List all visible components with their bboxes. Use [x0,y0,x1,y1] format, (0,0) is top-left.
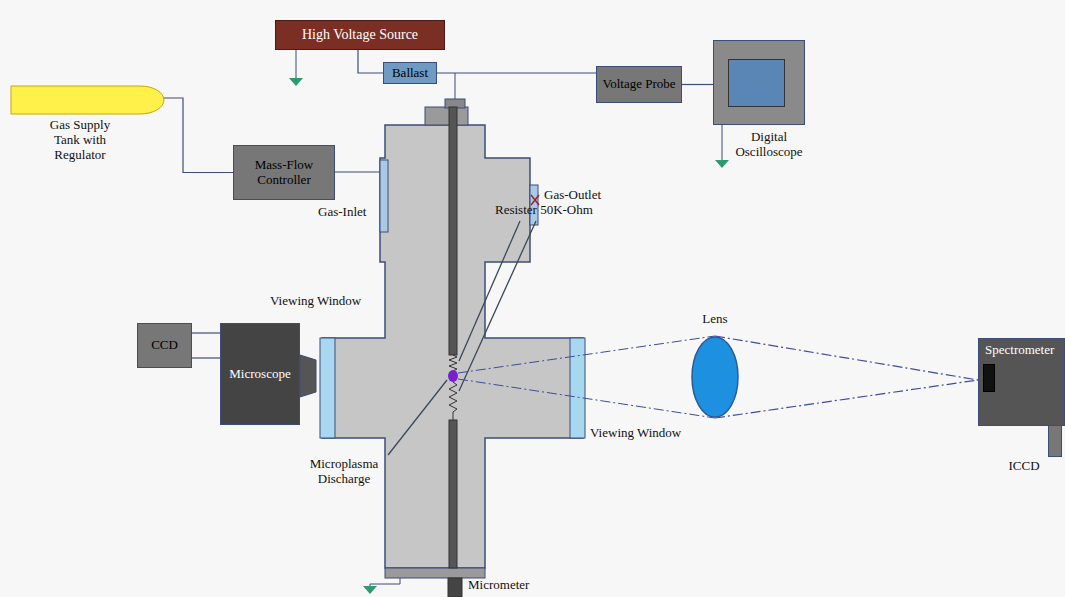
part-label: Viewing Window [270,294,361,309]
ccd-camera: CCD [137,323,192,368]
box-label: Mass-Flow Controller [234,158,334,188]
box-label: CCD [151,338,178,353]
device-label-wrap: Lens [690,312,740,327]
lens-body [692,337,738,417]
connector-line [682,84,713,85]
wire [455,73,456,99]
iccd-camera: ICCD [1000,425,1063,477]
part-label: Gas-Outlet [544,188,601,203]
box-label: Microscope [229,367,290,382]
connector-line [192,357,220,358]
connector-line [437,72,596,73]
device-label-wrap: Digital Oscilloscope [725,130,813,160]
lower-electrode [449,420,457,568]
viewing-window [570,338,585,438]
ground-symbol [715,160,729,168]
part-label: Micrometer [468,578,529,593]
part-label: Gas-Inlet [318,205,366,220]
device-label-wrap: ICCD [1000,459,1048,474]
tank-shape [10,85,165,115]
box-label: Spectrometer [985,343,1054,358]
probe-box: Voltage Probe [596,66,682,103]
power-supply-box: High Voltage Source [275,20,445,50]
microscope-box: Microscope [220,323,300,425]
upper-electrode [449,107,457,355]
ground-wire [370,578,400,586]
ground-wire [722,125,723,160]
device-label: Gas Supply Tank with Regulator [50,117,110,162]
ground-symbol [363,586,377,594]
part-label: Resister 50K-Ohm [495,203,593,218]
gas-inlet-port [380,160,388,232]
connector-line [192,332,220,333]
oscilloscope: Digital Oscilloscope [713,40,813,170]
device-label-wrap: Gas Supply Tank with Regulator [36,118,124,163]
part-label: Viewing Window [590,426,681,441]
part-label: Microplasma Discharge [305,457,383,487]
optical-path [715,380,978,418]
leader-line [388,380,447,455]
resistor-symbol [449,355,457,371]
box-label: High Voltage Source [302,27,418,43]
gas-tank: Gas Supply Tank with Regulator [10,85,170,170]
ground-symbol [289,78,303,86]
device-label: ICCD [1008,458,1039,473]
box-label: Ballast [392,66,428,81]
gas-tank-body [11,86,164,114]
connector-line [155,98,233,173]
spectrometer-box: Spectrometer [978,338,1065,426]
device-body [713,40,805,125]
device-label: Lens [702,311,727,326]
leader-line [459,221,520,361]
ground-wire [296,50,297,78]
connector-line [358,50,383,73]
ballast-box: Ballast [383,62,437,84]
oscilloscope-screen [728,59,785,107]
resistor-symbol [449,382,457,420]
gas-line [330,172,380,173]
entrance-slit [983,364,995,392]
lens: Lens [690,310,740,418]
bottom-flange [385,568,485,578]
microscope-objective [300,355,316,397]
microplasma-discharge [448,370,458,382]
device-body [1048,425,1062,457]
mass-flow-controller: Mass-Flow Controller [233,145,335,200]
optical-path [715,336,978,380]
chamber-cap [425,107,468,125]
leader-line [459,221,536,391]
device-label: Digital Oscilloscope [735,129,802,159]
viewing-window [320,338,335,438]
lens-shape [690,336,740,418]
micrometer [448,578,462,597]
box-label: Voltage Probe [602,77,675,92]
optical-path [458,336,715,418]
